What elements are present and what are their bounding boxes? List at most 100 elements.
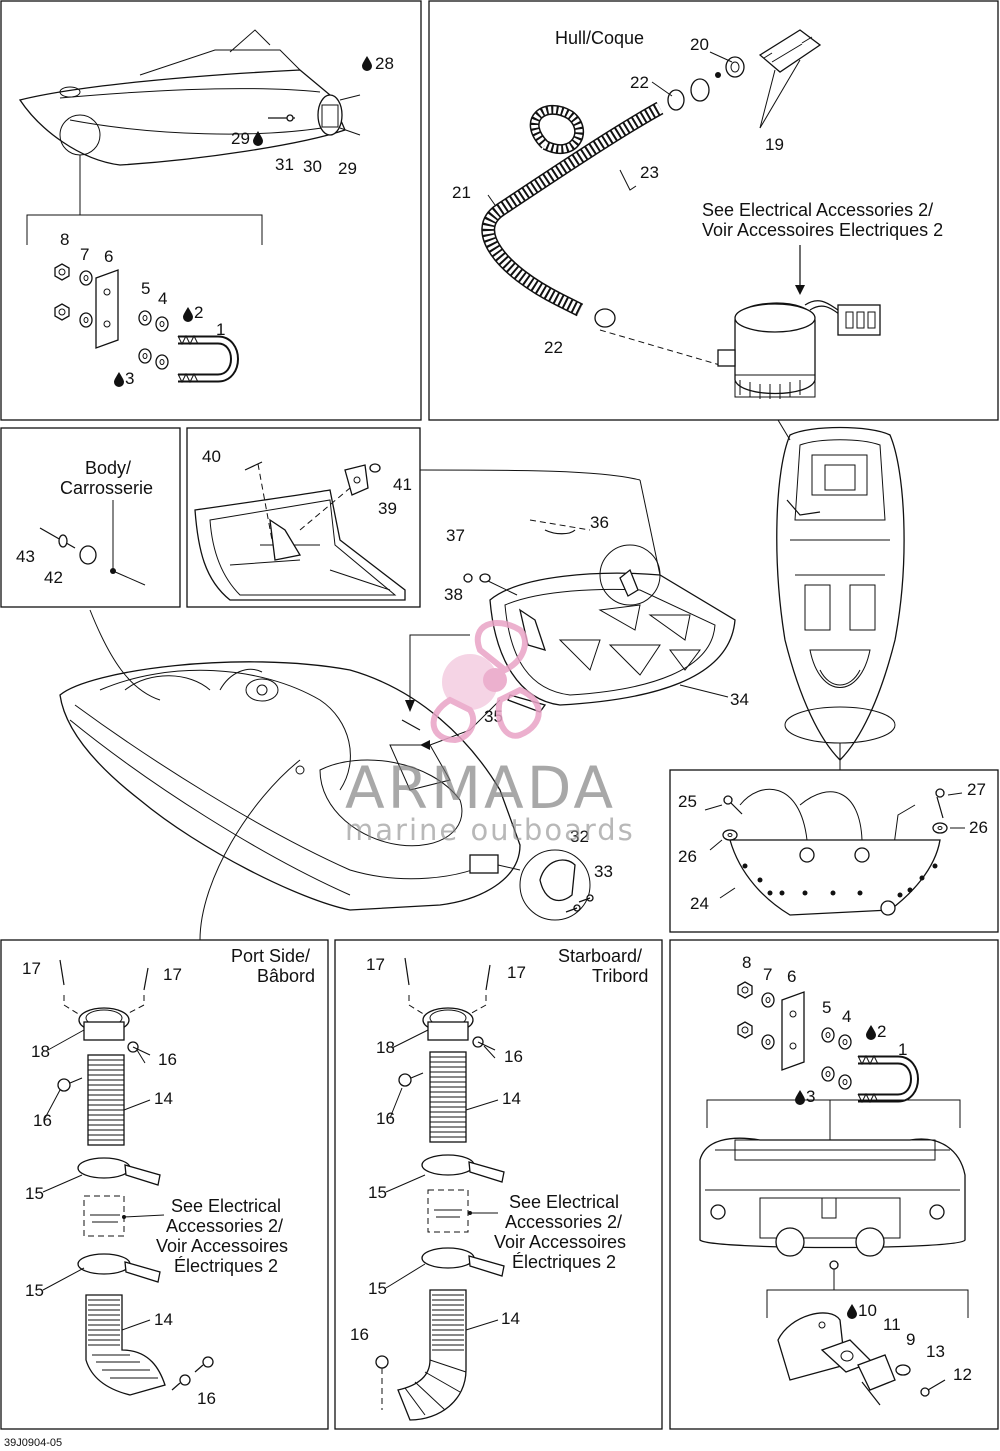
callout: 24 xyxy=(690,894,709,913)
callout: 23 xyxy=(640,163,659,182)
oil-drop-icon xyxy=(847,1304,857,1319)
body-fastener-panel: Body/ Carrosserie 43 42 xyxy=(16,458,153,587)
callout: 2 xyxy=(194,303,203,322)
callout: 9 xyxy=(906,1330,915,1349)
callout: 8 xyxy=(742,953,751,972)
callout: 38 xyxy=(444,585,463,604)
port-vent-panel-frame xyxy=(0,939,329,1430)
watermark-brand: ARMADA xyxy=(345,754,616,822)
starboard-side-label-line2: Tribord xyxy=(592,966,648,986)
callout: 34 xyxy=(730,690,749,709)
callout: 5 xyxy=(141,279,150,298)
detail-bracket xyxy=(26,214,263,245)
callout: 3 xyxy=(806,1087,815,1106)
callout: 8 xyxy=(60,230,69,249)
callout: 22 xyxy=(544,338,563,357)
oil-drop-icon xyxy=(362,56,372,71)
callout: 17 xyxy=(507,963,526,982)
callout: 17 xyxy=(366,955,385,974)
propeller-logo xyxy=(430,619,542,744)
callout: 27 xyxy=(967,780,986,799)
starboard-vent-panel: Starboard/ Tribord See Electrical Access… xyxy=(350,946,648,1421)
starboard-electrical-note-line2: Accessories 2/ xyxy=(505,1212,622,1232)
callout: 29 xyxy=(338,159,357,178)
callout: 26 xyxy=(678,847,697,866)
callout: 20 xyxy=(690,35,709,54)
callout: 16 xyxy=(33,1111,52,1130)
oil-drop-icon xyxy=(114,372,124,387)
callout: 28 xyxy=(375,54,394,73)
body-label-line2: Carrosserie xyxy=(60,478,153,498)
callout: 33 xyxy=(594,862,613,881)
transom-panel: 28 29 31 30 29 8 7 6 5 4 2 1 3 xyxy=(18,29,394,388)
bilge-pump-panel-frame xyxy=(428,0,999,421)
starboard-electrical-note-line1: See Electrical xyxy=(509,1192,619,1212)
callout: 36 xyxy=(590,513,609,532)
through-hull-fitting xyxy=(667,29,822,111)
callout: 14 xyxy=(154,1089,173,1108)
oil-drop-icon xyxy=(183,307,193,322)
callout: 10 xyxy=(858,1301,877,1320)
callout: 1 xyxy=(216,320,225,339)
floor-detail-panel: 40 41 39 xyxy=(194,447,412,601)
callout: 41 xyxy=(393,475,412,494)
callout: 19 xyxy=(765,135,784,154)
starboard-electrical-note-line4: Électriques 2 xyxy=(512,1252,616,1272)
drain-panel-frame xyxy=(669,939,999,1430)
callout: 15 xyxy=(25,1184,44,1203)
callout: 14 xyxy=(502,1089,521,1108)
callout: 15 xyxy=(368,1183,387,1202)
bilge-pump-panel: Hull/Coque xyxy=(452,28,943,399)
callout: 25 xyxy=(678,792,697,811)
starboard-vent-panel-frame xyxy=(334,939,663,1430)
callout: 18 xyxy=(31,1042,50,1061)
callout: 16 xyxy=(197,1389,216,1408)
transom-panel-frame xyxy=(0,0,422,421)
bow-plate-panel-frame xyxy=(669,769,999,933)
callout: 1 xyxy=(898,1040,907,1059)
callout: 16 xyxy=(158,1050,177,1069)
callout: 16 xyxy=(350,1325,369,1344)
callout: 6 xyxy=(104,247,113,266)
callout: 16 xyxy=(504,1047,523,1066)
callout: 15 xyxy=(368,1279,387,1298)
electrical-note-line1: See Electrical Accessories 2/ xyxy=(702,200,933,220)
callout: 16 xyxy=(376,1109,395,1128)
boat-top-view xyxy=(776,419,905,770)
callout: 5 xyxy=(822,998,831,1017)
callout: 43 xyxy=(16,547,35,566)
starboard-side-label-line1: Starboard/ xyxy=(558,946,642,966)
oil-drop-icon xyxy=(866,1025,876,1040)
callout: 15 xyxy=(25,1281,44,1300)
callout: 26 xyxy=(969,818,988,837)
callout: 21 xyxy=(452,183,471,202)
callout: 4 xyxy=(842,1007,851,1026)
oil-drop-icon xyxy=(795,1090,805,1105)
electrical-note-line2: Voir Accessoires Electriques 2 xyxy=(702,220,943,240)
port-vent-panel: Port Side/ Bâbord See Electrical Accesso… xyxy=(22,946,315,1408)
boat-hull-main xyxy=(59,661,521,911)
port-electrical-note-line1: See Electrical xyxy=(171,1196,281,1216)
port-electrical-note-line3: Voir Accessoires xyxy=(156,1236,288,1256)
callout: 42 xyxy=(44,568,63,587)
callout: 31 xyxy=(275,155,294,174)
port-electrical-note-line4: Électriques 2 xyxy=(174,1256,278,1276)
callout: 14 xyxy=(501,1309,520,1328)
callout: 17 xyxy=(163,965,182,984)
port-side-label-line2: Bâbord xyxy=(257,966,315,986)
callout: 32 xyxy=(570,827,589,846)
hull-label: Hull/Coque xyxy=(555,28,644,48)
callout: 13 xyxy=(926,1342,945,1361)
drain-panel: 8 7 6 5 4 2 1 3 10 11 9 13 12 xyxy=(699,953,972,1406)
callout: 30 xyxy=(303,157,322,176)
watermark-tagline: marine outboards xyxy=(345,813,635,847)
floor-mat xyxy=(419,469,736,713)
callout: 12 xyxy=(953,1365,972,1384)
port-electrical-note-line2: Accessories 2/ xyxy=(166,1216,283,1236)
bilge-hose xyxy=(481,101,664,328)
main-assembly: 37 38 36 34 35 32 33 xyxy=(59,469,749,941)
callout: 6 xyxy=(787,967,796,986)
floor-detail-panel-frame xyxy=(186,427,421,608)
